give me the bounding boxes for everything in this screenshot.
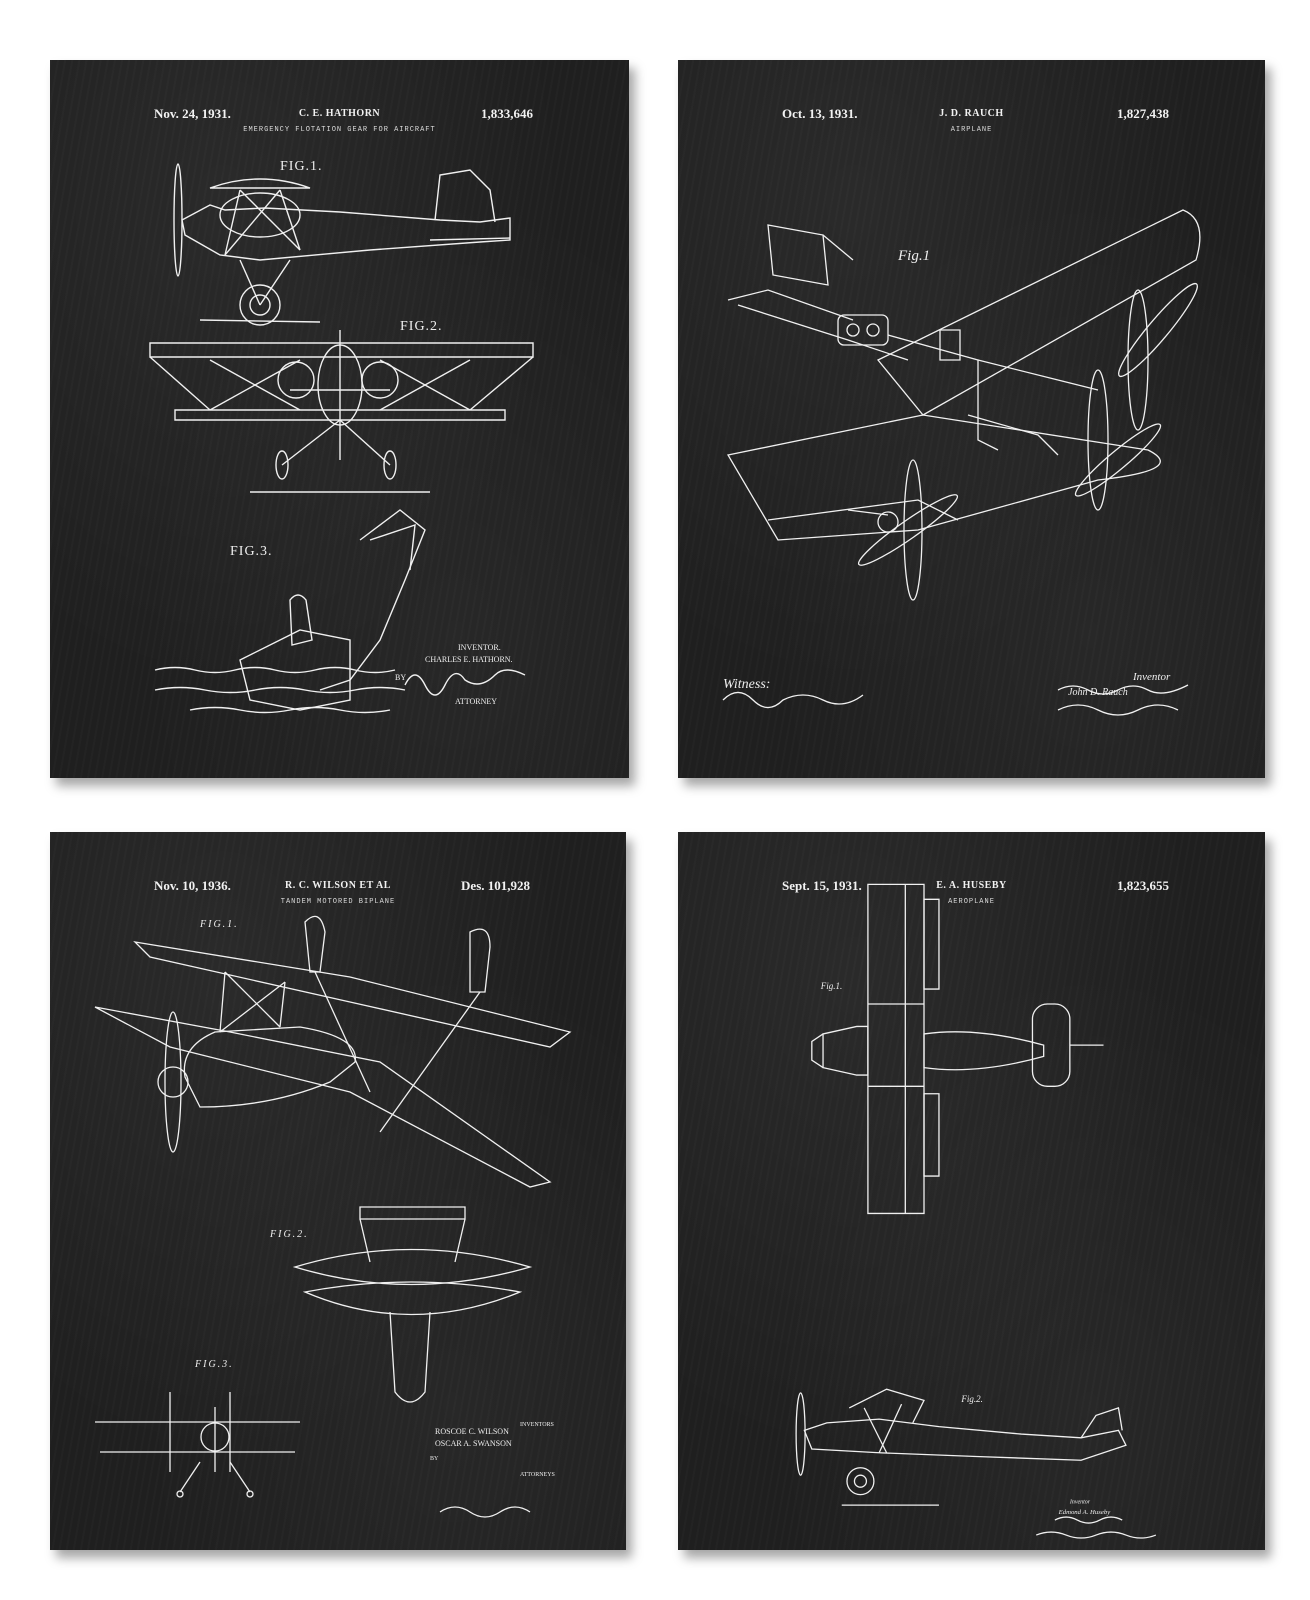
patent-subtitle: AEROPLANE (948, 898, 995, 906)
patent-poster-wilson: Nov. 10, 1936. R. C. WILSON ET AL Des. 1… (50, 832, 626, 1550)
patent-drawing: Fig.1 Witness: Inventor John D. Rauch (678, 60, 1265, 778)
fig-label: FIG.3. (194, 1359, 234, 1370)
patent-number: 1,823,655 (1117, 878, 1169, 893)
patent-drawing: Fig.1. Fig.2. Inventor Edmond A. Huseby (678, 832, 1265, 1550)
signature-line: Inventor (1069, 1500, 1091, 1506)
patent-inventor: E. A. HUSEBY (936, 880, 1007, 891)
patent-date: Nov. 24, 1931. (154, 106, 231, 121)
signature-line: CHARLES E. HATHORN. (425, 655, 513, 664)
signature-line: ATTORNEY (455, 697, 497, 706)
signature-line: BY (430, 1456, 439, 1462)
patent-inventor: C. E. HATHORN (298, 108, 381, 119)
patent-poster-hathorn: Nov. 24, 1931. C. E. HATHORN 1,833,646 E… (50, 60, 629, 778)
fig-label: Fig.2. (960, 1394, 982, 1404)
patent-subtitle: TANDEM MOTORED BIPLANE (280, 898, 396, 906)
signature-line: ROSCOE C. WILSON (435, 1427, 509, 1436)
patent-subtitle: AIRPLANE (950, 126, 993, 134)
fig-label: FIG.2. (400, 319, 443, 334)
patent-date: Sept. 15, 1931. (782, 878, 862, 893)
fig-label: FIG.3. (230, 544, 273, 559)
patent-number: Des. 101,928 (461, 878, 530, 893)
patent-inventor: J. D. RAUCH (939, 108, 1004, 119)
signature-line: OSCAR A. SWANSON (435, 1439, 512, 1448)
patent-poster-rauch: Oct. 13, 1931. J. D. RAUCH 1,827,438 AIR… (678, 60, 1265, 778)
signature-line: Witness: (723, 677, 770, 692)
signature-line: John D. Rauch (1068, 687, 1128, 698)
fig-label: Fig.1. (820, 981, 842, 991)
patent-inventor: R. C. WILSON ET AL (285, 880, 391, 891)
patent-number: 1,833,646 (481, 106, 533, 121)
patent-drawing: FIG.1. FIG.2. FIG.3. INVENTOR. CHARLES E… (50, 159, 629, 778)
signature-line: ATTORNEYS (520, 1472, 555, 1478)
patent-poster-huseby: Sept. 15, 1931. E. A. HUSEBY 1,823,655 A… (678, 832, 1265, 1550)
signature-line: Edmond A. Huseby (1058, 1509, 1111, 1516)
fig-label: FIG.1. (199, 919, 239, 930)
patent-subtitle: EMERGENCY FLOTATION GEAR FOR AIRCRAFT (243, 126, 436, 134)
patent-drawing: FIG.1. FIG.2. FIG.3. INVENTORS ROSCOE C.… (50, 832, 626, 1550)
patent-number: 1,827,438 (1117, 106, 1169, 121)
signature-line: INVENTORS (520, 1422, 554, 1428)
fig-label: FIG.2. (269, 1229, 309, 1240)
signature-line: Inventor (1132, 671, 1171, 683)
signature-line: INVENTOR. (458, 643, 501, 652)
fig-label: Fig.1 (897, 248, 930, 264)
patent-date: Oct. 13, 1931. (782, 106, 858, 121)
signature-line: BY (395, 673, 406, 682)
fig-label: FIG.1. (280, 159, 323, 174)
patent-date: Nov. 10, 1936. (154, 878, 231, 893)
